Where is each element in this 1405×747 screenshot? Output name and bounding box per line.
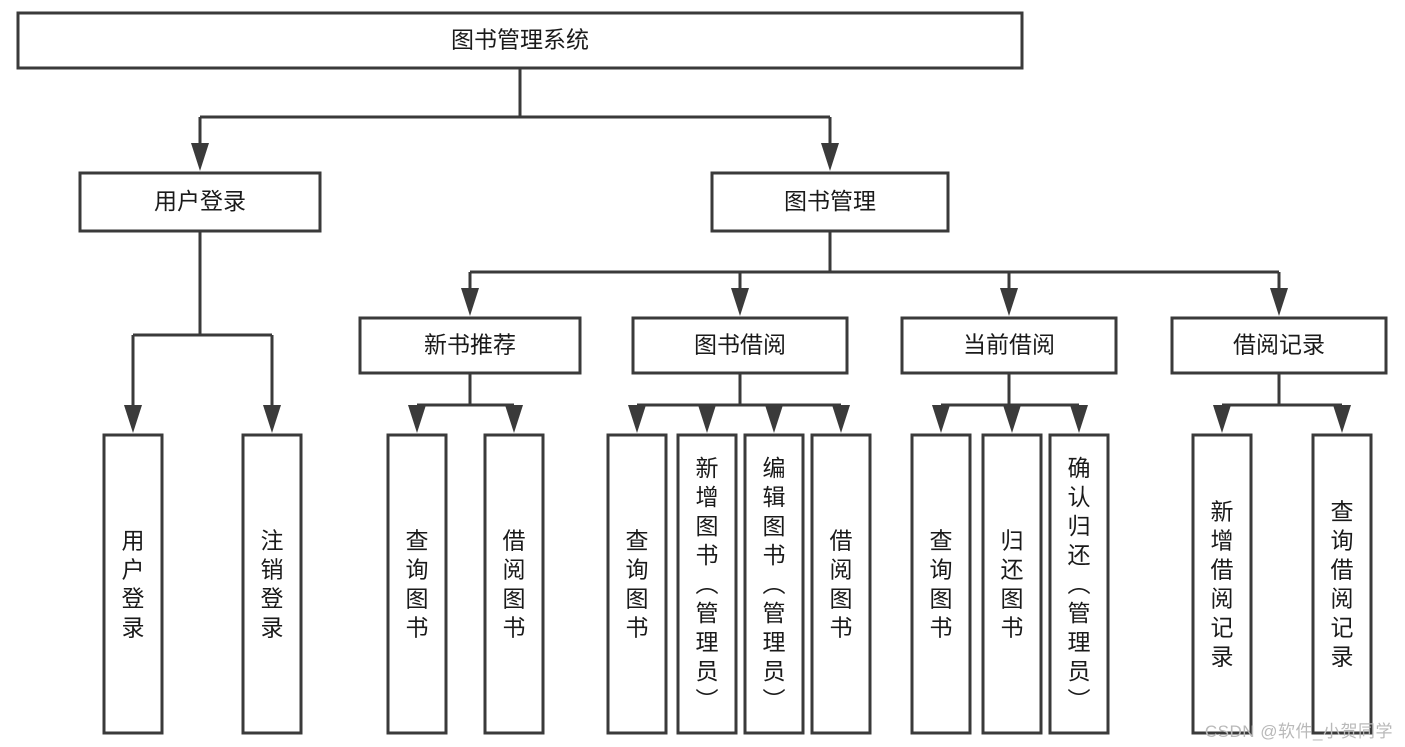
connector-new-book-recommend-to-leaves [408, 373, 523, 433]
node-label-leaf-query-book-current: 查询图书 [930, 528, 953, 641]
node-layer: 图书管理系统用户登录图书管理新书推荐图书借阅当前借阅借阅记录用户登录注销登录查询… [16, 11, 1388, 735]
node-new-book-recommend[interactable]: 新书推荐 [358, 316, 582, 375]
node-label-leaf-user-login: 用户登录 [122, 528, 145, 641]
node-borrow-records[interactable]: 借阅记录 [1170, 316, 1388, 375]
node-label-book-management: 图书管理 [784, 188, 876, 214]
node-label-leaf-borrow-book: 借阅图书 [830, 528, 853, 641]
node-label-current-borrow: 当前借阅 [963, 332, 1055, 358]
node-leaf-query-book-borrow[interactable]: 查询图书 [606, 433, 668, 735]
node-leaf-query-book-new[interactable]: 查询图书 [386, 433, 448, 735]
node-box-leaf-query-borrow-record [1311, 433, 1373, 735]
node-box-book-borrow [631, 316, 849, 375]
node-box-leaf-query-book-borrow [606, 433, 668, 735]
node-leaf-add-book-admin[interactable]: 新增图书︵管理员︶ [676, 433, 738, 735]
node-label-leaf-query-borrow-record: 查询借阅记录 [1331, 499, 1354, 670]
watermark-label: CSDN @软件_小贺同学 [1204, 722, 1393, 741]
node-box-leaf-add-book-admin [676, 433, 738, 735]
node-label-borrow-records: 借阅记录 [1233, 332, 1325, 358]
connector-borrow-records-to-leaves [1213, 373, 1351, 433]
node-label-leaf-query-book-borrow: 查询图书 [626, 528, 649, 641]
node-leaf-borrow-book[interactable]: 借阅图书 [810, 433, 872, 735]
node-label-book-borrow: 图书借阅 [694, 332, 786, 358]
node-box-leaf-user-login [102, 433, 164, 735]
node-box-new-book-recommend [358, 316, 582, 375]
node-leaf-confirm-return-admin[interactable]: 确认归还︵管理员︶ [1048, 433, 1110, 735]
node-box-borrow-records [1170, 316, 1388, 375]
node-box-leaf-confirm-return-admin [1048, 433, 1110, 735]
node-box-current-borrow [900, 316, 1118, 375]
node-box-user-login [78, 171, 322, 233]
node-leaf-add-borrow-record[interactable]: 新增借阅记录 [1191, 433, 1253, 735]
node-label-leaf-borrow-book-new: 借阅图书 [503, 528, 526, 641]
connector-layer [124, 68, 1351, 433]
node-label-root: 图书管理系统 [451, 27, 589, 53]
node-label-new-book-recommend: 新书推荐 [424, 332, 516, 358]
node-box-leaf-query-book-new [386, 433, 448, 735]
node-root[interactable]: 图书管理系统 [16, 11, 1024, 70]
connector-user-login-to-leaves [124, 231, 281, 433]
node-book-borrow[interactable]: 图书借阅 [631, 316, 849, 375]
node-label-leaf-query-book-new: 查询图书 [406, 528, 429, 641]
node-box-root [16, 11, 1024, 70]
node-current-borrow[interactable]: 当前借阅 [900, 316, 1118, 375]
node-leaf-edit-book-admin[interactable]: 编辑图书︵管理员︶ [743, 433, 805, 735]
node-box-leaf-edit-book-admin [743, 433, 805, 735]
node-label-leaf-confirm-return-admin: 确认归还︵管理员︶ [1068, 455, 1091, 713]
node-label-leaf-logout: 注销登录 [261, 528, 284, 641]
node-label-leaf-edit-book-admin: 编辑图书︵管理员︶ [763, 455, 786, 713]
connector-book-management-to-level3 [461, 231, 1288, 316]
node-label-user-login: 用户登录 [154, 188, 246, 214]
node-leaf-logout[interactable]: 注销登录 [241, 433, 303, 735]
node-box-leaf-logout [241, 433, 303, 735]
node-leaf-query-borrow-record[interactable]: 查询借阅记录 [1311, 433, 1373, 735]
node-label-leaf-add-borrow-record: 新增借阅记录 [1211, 499, 1234, 670]
node-box-leaf-borrow-book [810, 433, 872, 735]
node-leaf-borrow-book-new[interactable]: 借阅图书 [483, 433, 545, 735]
node-leaf-user-login[interactable]: 用户登录 [102, 433, 164, 735]
node-box-leaf-query-book-current [910, 433, 972, 735]
node-box-book-management [710, 171, 950, 233]
connector-root-to-level2 [191, 68, 839, 171]
node-box-leaf-return-book [981, 433, 1043, 735]
connector-current-borrow-to-leaves [932, 373, 1088, 433]
node-box-leaf-add-borrow-record [1191, 433, 1253, 735]
node-label-leaf-add-book-admin: 新增图书︵管理员︶ [696, 455, 719, 713]
node-book-management[interactable]: 图书管理 [710, 171, 950, 233]
node-leaf-query-book-current[interactable]: 查询图书 [910, 433, 972, 735]
node-leaf-return-book[interactable]: 归还图书 [981, 433, 1043, 735]
node-box-leaf-borrow-book-new [483, 433, 545, 735]
node-user-login[interactable]: 用户登录 [78, 171, 322, 233]
node-label-leaf-return-book: 归还图书 [1001, 528, 1024, 641]
connector-book-borrow-to-leaves [628, 373, 850, 433]
